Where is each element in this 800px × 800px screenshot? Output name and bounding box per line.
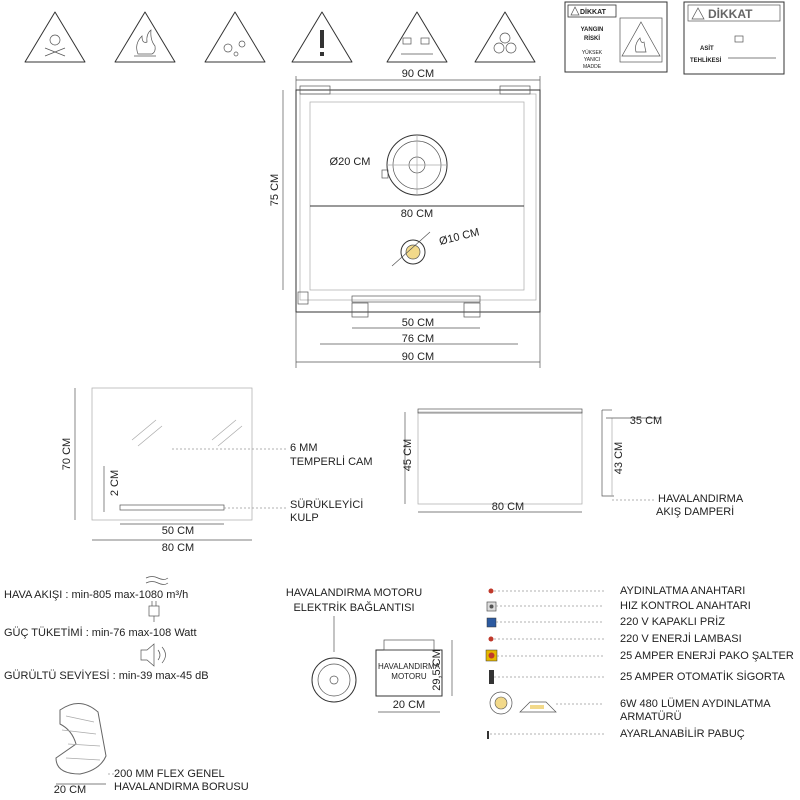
handle-label-2: KULP: [290, 512, 319, 524]
sign1-header: DİKKAT: [580, 8, 607, 16]
fire-risk-sign: DİKKAT YANGIN RİSKİ YÜKSEK YANICI MADDE: [564, 1, 668, 73]
flex-duct: 20 CM 200 MM FLEX GENEL HAVALANDIRMA BOR…: [54, 703, 249, 796]
circuit-breaker-icon: [489, 670, 494, 684]
sign1-line4: YANICI: [584, 57, 600, 63]
glass-height: 70 CM: [61, 438, 73, 470]
socket-icon: [486, 617, 497, 628]
dim-mid-width: 76 CM: [402, 333, 434, 345]
duct-width: 20 CM: [54, 784, 86, 796]
dim-light-diameter: Ø10 CM: [438, 226, 481, 248]
sign2-line2: TEHLİKESİ: [690, 57, 722, 64]
sign2-line1: ASİT: [700, 45, 714, 52]
spec-noise: GÜRÜLTÜ SEVİYESİ : min-39 max-45 dB: [4, 669, 209, 682]
speaker-icon: [140, 643, 166, 667]
damper-side-height: 43 CM: [613, 442, 625, 474]
sign2-header: DİKKAT: [708, 6, 753, 21]
component-2: 220 V KAPAKLI PRİZ: [620, 615, 725, 628]
component-5: 25 AMPER OTOMATİK SİGORTA: [620, 670, 785, 683]
adjustable-foot-icon: [487, 731, 489, 739]
sign1-line5: MADDE: [583, 64, 602, 70]
flammable-flame-icon: [114, 11, 176, 63]
component-7: ARMATÜRÜ: [620, 711, 682, 723]
component-1: HIZ KONTROL ANAHTARI: [620, 600, 751, 612]
duct-label-1: 200 MM FLEX GENEL: [114, 768, 225, 780]
sign1-line1: YANGIN: [581, 27, 604, 33]
dim-height: 75 CM: [269, 174, 281, 206]
component-4: 25 AMPER ENERJİ PAKO ŞALTER: [620, 649, 794, 662]
motor-box-1: HAVALANDIRMA: [378, 662, 441, 671]
glass-view: 70 CM 2 CM 50 CM 80 CM 6 MM TEMPERLİ CAM…: [61, 387, 373, 554]
corrosive-icon: [386, 11, 448, 63]
general-warning-icon: [291, 11, 353, 63]
airflow-icon: [145, 576, 169, 585]
motor-height: 29,5 CM: [431, 649, 443, 691]
front-view: 90 CM 75 CM Ø20 CM 80 CM Ø10 CM 5: [269, 68, 541, 368]
component-6: 6W 480 LÜMEN AYDINLATMA: [620, 698, 771, 710]
dim-top-width: 90 CM: [402, 68, 434, 80]
glass-handle-offset: 2 CM: [109, 470, 121, 496]
component-3: 220 V ENERJİ LAMBASI: [620, 632, 742, 645]
damper-label-1: HAVALANDIRMA: [658, 493, 744, 505]
glass-label-1: 6 MM: [290, 442, 318, 454]
damper-label-2: AKIŞ DAMPERİ: [656, 505, 734, 518]
explosive-icon: [204, 11, 266, 63]
sign1-line2: RİSKİ: [584, 35, 600, 42]
glass-label-2: TEMPERLİ CAM: [290, 455, 373, 468]
acid-hazard-sign: DİKKAT ASİT TEHLİKESİ: [683, 1, 785, 75]
component-0: AYDINLATMA ANAHTARI: [620, 585, 745, 597]
damper-side-depth: 35 CM: [630, 415, 662, 427]
glass-width: 80 CM: [162, 542, 194, 554]
dim-fan-diameter: Ø20 CM: [330, 156, 371, 168]
lamp-fixture-icon: [489, 691, 557, 715]
dim-inner-width: 80 CM: [401, 208, 433, 220]
spec-airflow: HAVA AKIŞI : min-805 max-1080 m³/h: [4, 589, 188, 601]
motor-section: HAVALANDIRMA MOTORU ELEKTRİK BAĞLANTISI …: [286, 587, 453, 713]
dim-bottom-width: 90 CM: [402, 351, 434, 363]
specs: HAVA AKIŞI : min-805 max-1080 m³/h GÜÇ T…: [4, 576, 209, 682]
motor-title-2: ELEKTRİK BAĞLANTISI: [293, 601, 414, 614]
toxic-skull-icon: [24, 11, 86, 63]
duct-label-2: HAVALANDIRMA BORUSU: [114, 781, 249, 793]
plug-icon: [148, 601, 160, 622]
glass-handle-width: 50 CM: [162, 525, 194, 537]
motor-width: 20 CM: [393, 699, 425, 711]
damper-width: 80 CM: [492, 501, 524, 513]
motor-title-1: HAVALANDIRMA MOTORU: [286, 587, 422, 599]
light-switch-icon: [488, 588, 494, 594]
sign1-line3: YÜKSEK: [582, 49, 603, 56]
damper-view: 45 CM 80 CM 35 CM 43 CM HAVALANDIRMA AKI…: [402, 408, 744, 518]
components-list: AYDINLATMA ANAHTARI HIZ KONTROL ANAHTARI…: [485, 585, 794, 740]
dim-handle-width: 50 CM: [402, 317, 434, 329]
handle-label-1: SÜRÜKLEYİCİ: [290, 498, 363, 511]
component-8: AYARLANABİLİR PABUÇ: [620, 727, 745, 740]
motor-box-2: MOTORU: [391, 672, 427, 681]
damper-height: 45 CM: [402, 439, 414, 471]
biohazard-icon: [474, 11, 536, 63]
power-lamp-icon: [488, 636, 494, 642]
spec-power: GÜÇ TÜKETİMİ : min-76 max-108 Watt: [4, 626, 197, 639]
